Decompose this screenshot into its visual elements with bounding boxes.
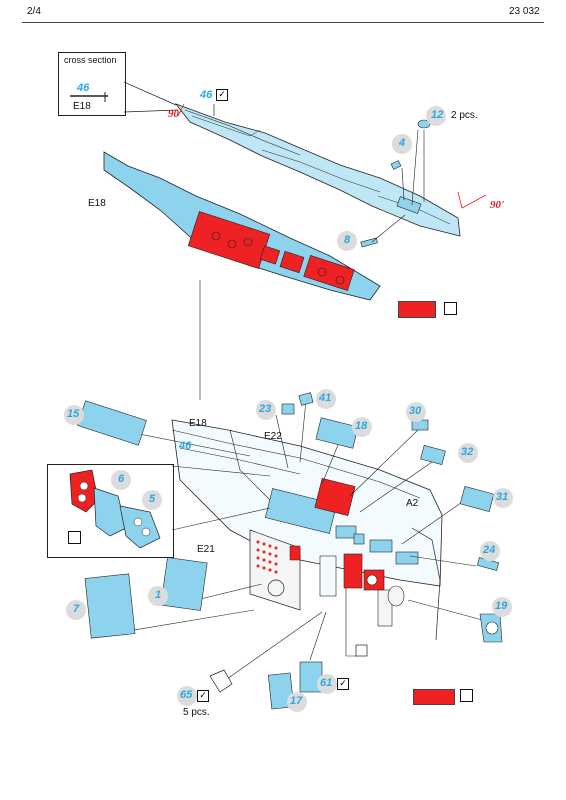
inset-callout-lines xyxy=(171,465,271,531)
part-circle-8 xyxy=(337,231,357,251)
part-number-41: 41 xyxy=(319,392,332,404)
part-number-23: 23 xyxy=(259,403,272,415)
cross-section-part-number: 46 xyxy=(77,82,90,94)
part-circle-30 xyxy=(406,402,426,422)
checkbox-part-65: ✓ xyxy=(197,690,209,702)
part-number-6: 6 xyxy=(118,473,125,485)
angle-label-right: 90' xyxy=(490,199,505,211)
label-e22: E22 xyxy=(264,431,282,442)
catalog-number: 23 032 xyxy=(509,6,540,17)
part-circle-31 xyxy=(493,488,513,508)
part-circle-1 xyxy=(148,586,168,606)
inset-parts xyxy=(69,469,161,549)
e18-panel xyxy=(103,151,381,400)
part-number-61: 61 xyxy=(320,677,333,689)
angle-label-left: 90' xyxy=(168,108,183,120)
part-circle-41 xyxy=(316,389,336,409)
lower-assembly xyxy=(171,419,443,657)
part-number-8: 8 xyxy=(344,234,351,246)
paint-brush-icon-inset xyxy=(68,531,81,544)
part-circle-23 xyxy=(256,400,276,420)
part-number-46-mid: 46 xyxy=(179,440,192,452)
part-circle-7 xyxy=(66,600,86,620)
part-number-46-top: 46 xyxy=(200,89,213,101)
upper-panel-side-view xyxy=(174,103,487,248)
part-circle-24 xyxy=(480,541,500,561)
red-paint-swatch-bottom xyxy=(413,689,455,705)
part-number-12: 12 xyxy=(431,109,444,121)
label-2-pcs: 2 pcs. xyxy=(451,110,478,121)
part-number-31: 31 xyxy=(496,491,509,503)
cross-section-part-label: E18 xyxy=(73,101,91,112)
part-number-30: 30 xyxy=(409,405,422,417)
paint-brush-icon-top xyxy=(444,302,457,315)
part-number-32: 32 xyxy=(461,446,474,458)
label-a2: A2 xyxy=(406,498,419,509)
part-circle-18 xyxy=(352,417,372,437)
part-number-17: 17 xyxy=(290,695,303,707)
part-number-19: 19 xyxy=(495,600,508,612)
leader-lines xyxy=(103,399,491,685)
part-number-24: 24 xyxy=(483,544,496,556)
part-circle-32 xyxy=(458,443,478,463)
part-circle-17 xyxy=(287,692,307,712)
part-circle-19 xyxy=(492,597,512,617)
part-circle-5 xyxy=(142,490,162,510)
part-number-5: 5 xyxy=(149,493,156,505)
part-circle-61 xyxy=(317,674,337,694)
detail-inset xyxy=(47,464,174,558)
cross-section-inset: cross section xyxy=(58,52,126,116)
label-e21: E21 xyxy=(197,544,215,555)
page-number: 2/4 xyxy=(27,6,41,17)
part-number-1: 1 xyxy=(155,589,162,601)
paint-brush-icon-bottom xyxy=(460,689,473,702)
part-number-7: 7 xyxy=(73,603,80,615)
label-5-pcs: 5 pcs. xyxy=(183,707,210,718)
header-rule xyxy=(22,22,544,23)
part-circle-6 xyxy=(111,470,131,490)
part-number-65: 65 xyxy=(180,689,193,701)
part-circle-4 xyxy=(392,134,412,154)
part-circle-12 xyxy=(426,106,446,126)
label-e18-top: E18 xyxy=(88,198,106,209)
e21-rivet-grid xyxy=(256,540,278,574)
label-e18-bottom: E18 xyxy=(189,418,207,429)
part-circle-65 xyxy=(177,686,197,706)
checkbox-part-61: ✓ xyxy=(337,678,349,690)
checkbox-part-46: ✓ xyxy=(216,89,228,101)
cross-section-title: cross section xyxy=(64,55,117,65)
red-paint-swatch-top xyxy=(398,301,436,318)
part-number-4: 4 xyxy=(399,137,406,149)
part-circle-15 xyxy=(64,405,84,425)
part-number-15: 15 xyxy=(67,408,80,420)
part-number-18: 18 xyxy=(355,420,368,432)
cross-section-profile xyxy=(70,81,179,113)
